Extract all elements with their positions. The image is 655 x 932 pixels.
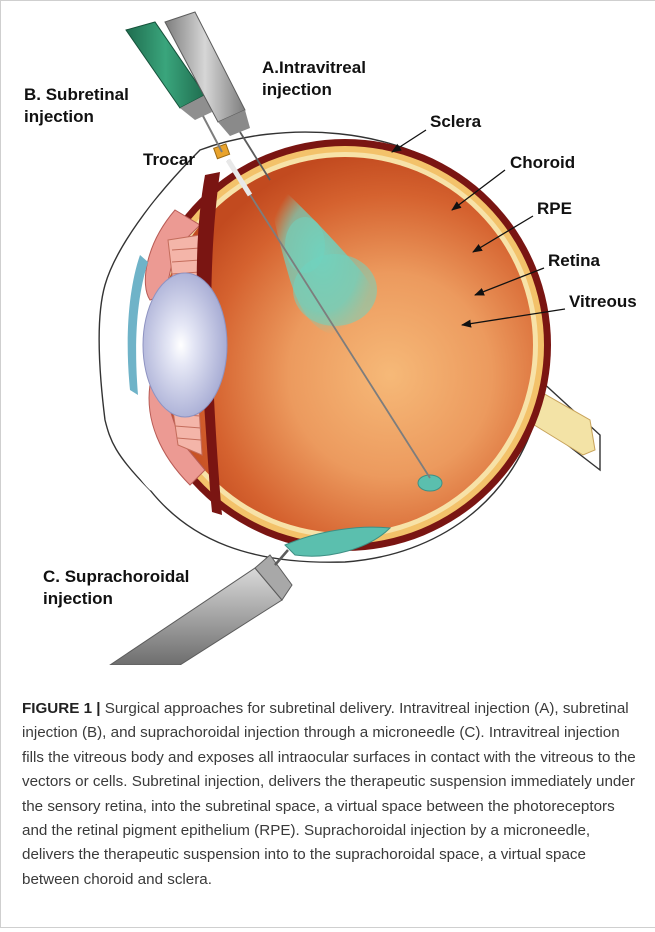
figure-bottom-border (0, 927, 655, 928)
caption-label: FIGURE 1 | (22, 700, 101, 717)
lens (143, 273, 227, 417)
caption-text: Surgical approaches for subretinal deliv… (22, 700, 636, 888)
eye-injection-diagram: A.Intravitreal injection B. Subretinal i… (0, 0, 655, 665)
label-b-line1: B. Subretinal (24, 85, 129, 104)
label-trocar: Trocar (143, 150, 195, 169)
label-c-line2: injection (43, 589, 113, 608)
label-b-line2: injection (24, 107, 94, 126)
arrow-sclera (392, 130, 426, 152)
label-retina: Retina (548, 251, 601, 270)
label-a-line1: A.Intravitreal (262, 58, 366, 77)
label-rpe: RPE (537, 199, 572, 218)
label-choroid: Choroid (510, 153, 575, 172)
label-vitreous: Vitreous (569, 292, 637, 311)
figure-caption: FIGURE 1 | Surgical approaches for subre… (22, 697, 644, 892)
label-c-line1: C. Suprachoroidal (43, 567, 189, 586)
label-a-line2: injection (262, 80, 332, 99)
label-sclera: Sclera (430, 112, 482, 131)
